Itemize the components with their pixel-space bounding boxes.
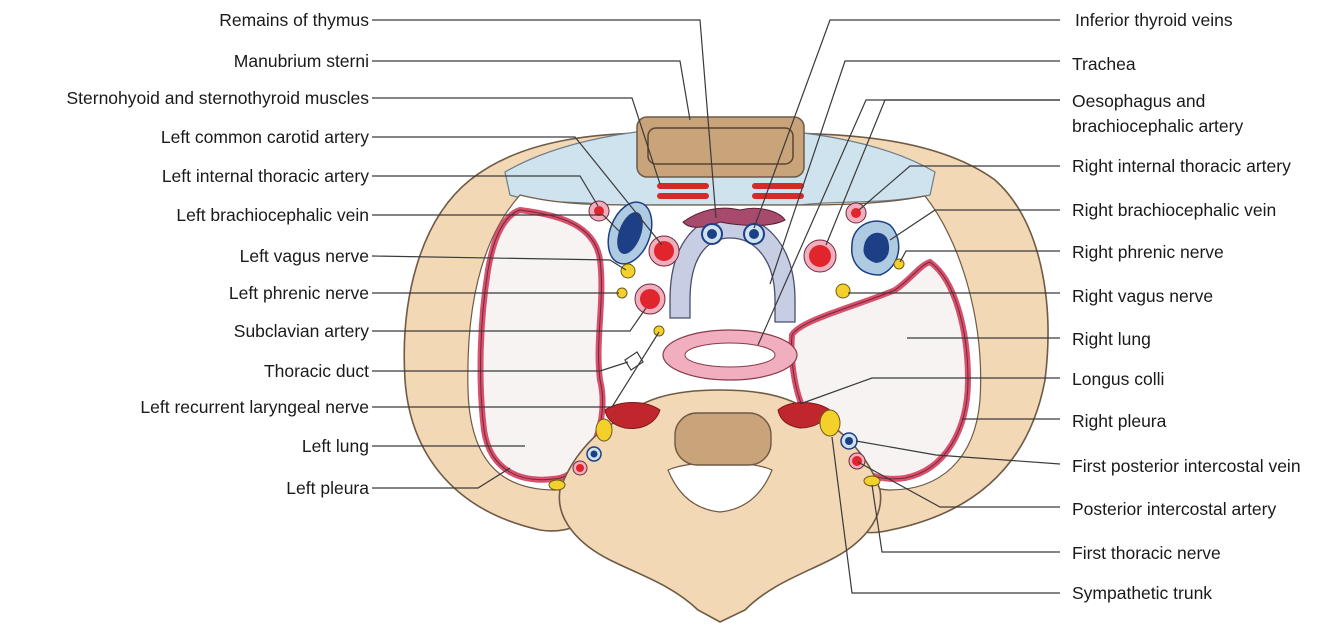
label-inferior-thyroid-veins: Inferior thyroid veins bbox=[1075, 10, 1233, 30]
label-subclavian-artery: Subclavian artery bbox=[234, 321, 369, 341]
label-right-brachiocephalic-vein: Right brachiocephalic vein bbox=[1072, 200, 1276, 220]
label-left-lung: Left lung bbox=[302, 436, 369, 456]
label-right-phrenic-nerve: Right phrenic nerve bbox=[1072, 242, 1224, 262]
label-left-recurrent-laryngeal-nerve: Left recurrent laryngeal nerve bbox=[140, 397, 369, 417]
label-trachea: Trachea bbox=[1072, 54, 1136, 74]
label-left-brachiocephalic-vein: Left brachiocephalic vein bbox=[176, 205, 369, 225]
vertebral-body bbox=[675, 413, 771, 465]
left-lung bbox=[481, 210, 603, 480]
label-thoracic-duct: Thoracic duct bbox=[264, 361, 369, 381]
label-sternohyoid-muscles: Sternohyoid and sternothyroid muscles bbox=[66, 88, 369, 108]
label-left-common-carotid-artery: Left common carotid artery bbox=[161, 127, 369, 147]
label-right-internal-thoracic-artery: Right internal thoracic artery bbox=[1072, 156, 1291, 176]
label-left-pleura: Left pleura bbox=[286, 478, 369, 498]
label-manubrium-sterni: Manubrium sterni bbox=[234, 51, 369, 71]
label-first-posterior-intercostal-vein: First posterior intercostal vein bbox=[1072, 456, 1301, 476]
manubrium-sterni bbox=[637, 117, 804, 177]
label-sympathetic-trunk: Sympathetic trunk bbox=[1072, 583, 1212, 603]
label-right-vagus-nerve: Right vagus nerve bbox=[1072, 286, 1213, 306]
label-right-lung: Right lung bbox=[1072, 329, 1151, 349]
label-longus-colli: Longus colli bbox=[1072, 369, 1164, 389]
label-left-internal-thoracic-artery: Left internal thoracic artery bbox=[162, 166, 369, 186]
label-posterior-intercostal-artery: Posterior intercostal artery bbox=[1072, 499, 1276, 519]
label-oesophagus-line1: Oesophagus and bbox=[1072, 91, 1205, 111]
label-right-pleura: Right pleura bbox=[1072, 411, 1166, 431]
label-oesophagus-line2: brachiocephalic artery bbox=[1072, 116, 1243, 136]
label-left-phrenic-nerve: Left phrenic nerve bbox=[229, 283, 369, 303]
label-left-vagus-nerve: Left vagus nerve bbox=[240, 246, 369, 266]
label-remains-of-thymus: Remains of thymus bbox=[219, 10, 369, 30]
label-first-thoracic-nerve: First thoracic nerve bbox=[1072, 543, 1221, 563]
